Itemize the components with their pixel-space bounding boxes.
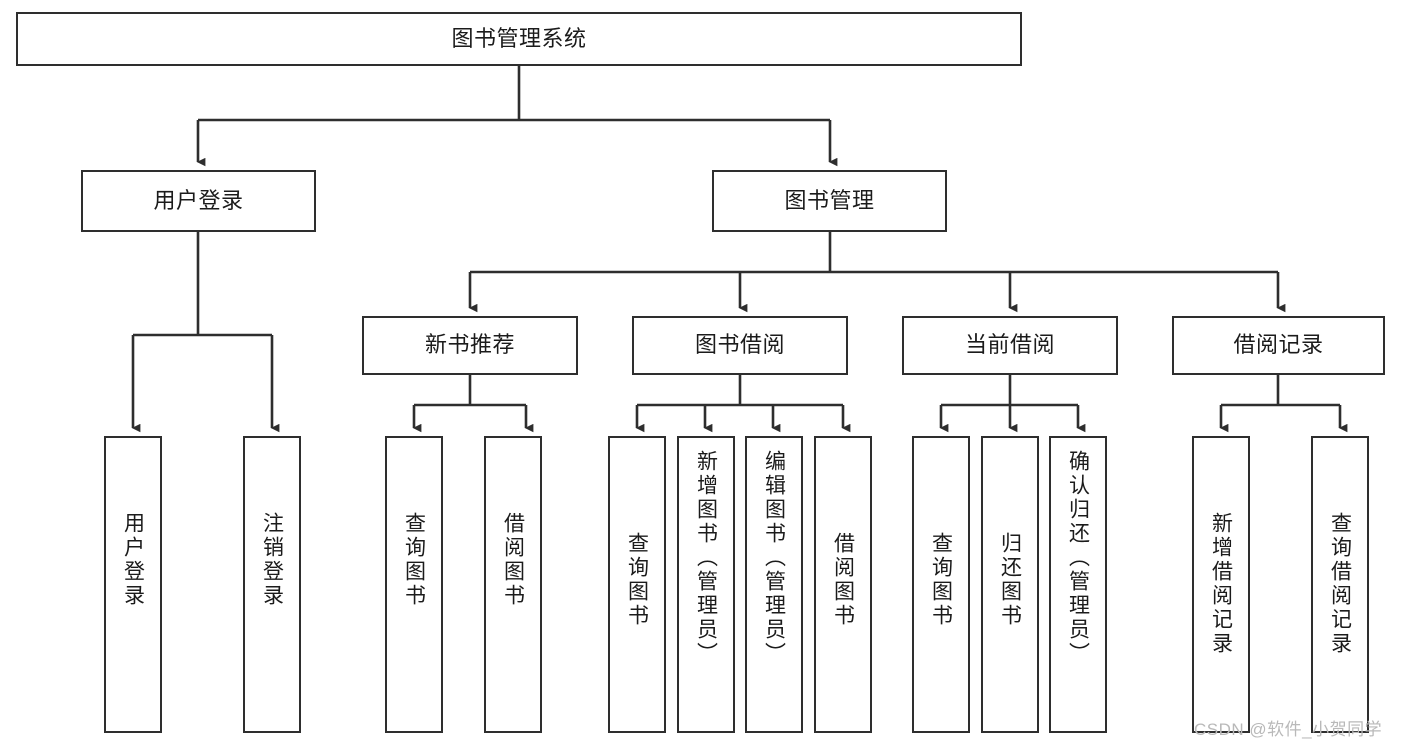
node-label: 编辑图书（管理员） [762, 450, 786, 666]
node-label: 注销登录 [260, 512, 284, 608]
node-current-borrow[interactable]: 当前借阅 [902, 316, 1118, 375]
node-label: 查询图书 [929, 532, 953, 628]
node-label: 当前借阅 [964, 332, 1055, 358]
node-root-system[interactable]: 图书管理系统 [16, 12, 1022, 66]
node-label: 借阅记录 [1233, 332, 1324, 358]
node-borrow-record[interactable]: 借阅记录 [1172, 316, 1385, 375]
node-label: 图书管理 [784, 187, 875, 213]
leaf-query-borrow-record[interactable]: 查询借阅记录 [1311, 436, 1369, 733]
leaf-confirm-return[interactable]: 确认归还（管理员） [1049, 436, 1107, 733]
node-label: 新增借阅记录 [1209, 512, 1233, 656]
node-label: 确认归还（管理员） [1066, 450, 1090, 666]
node-label: 新增图书（管理员） [694, 450, 718, 666]
node-label: 查询借阅记录 [1328, 512, 1352, 656]
leaf-edit-book[interactable]: 编辑图书（管理员） [745, 436, 803, 733]
node-label: 用户登录 [121, 512, 145, 608]
node-label: 图书管理系统 [451, 25, 587, 51]
csdn-watermark: CSDN @软件_小贺同学 [1194, 720, 1383, 739]
node-label: 用户登录 [153, 187, 244, 213]
node-label: 新书推荐 [424, 332, 515, 358]
node-label: 图书借阅 [694, 332, 785, 358]
node-label: 查询图书 [402, 512, 426, 608]
leaf-borrow-book-recommend[interactable]: 借阅图书 [484, 436, 542, 733]
leaf-add-book[interactable]: 新增图书（管理员） [677, 436, 735, 733]
leaf-add-borrow-record[interactable]: 新增借阅记录 [1192, 436, 1250, 733]
node-user-login[interactable]: 用户登录 [81, 170, 316, 232]
leaf-logout[interactable]: 注销登录 [243, 436, 301, 733]
node-label: 查询图书 [625, 532, 649, 628]
leaf-query-book-borrow[interactable]: 查询图书 [608, 436, 666, 733]
node-book-borrow[interactable]: 图书借阅 [632, 316, 848, 375]
leaf-return-book[interactable]: 归还图书 [981, 436, 1039, 733]
node-new-book-recommend[interactable]: 新书推荐 [362, 316, 578, 375]
leaf-query-book-current[interactable]: 查询图书 [912, 436, 970, 733]
node-label: 借阅图书 [501, 512, 525, 608]
leaf-query-book-recommend[interactable]: 查询图书 [385, 436, 443, 733]
leaf-borrow-book[interactable]: 借阅图书 [814, 436, 872, 733]
node-label: 归还图书 [998, 532, 1022, 628]
node-book-management[interactable]: 图书管理 [712, 170, 947, 232]
leaf-user-login[interactable]: 用户登录 [104, 436, 162, 733]
node-label: 借阅图书 [831, 532, 855, 628]
